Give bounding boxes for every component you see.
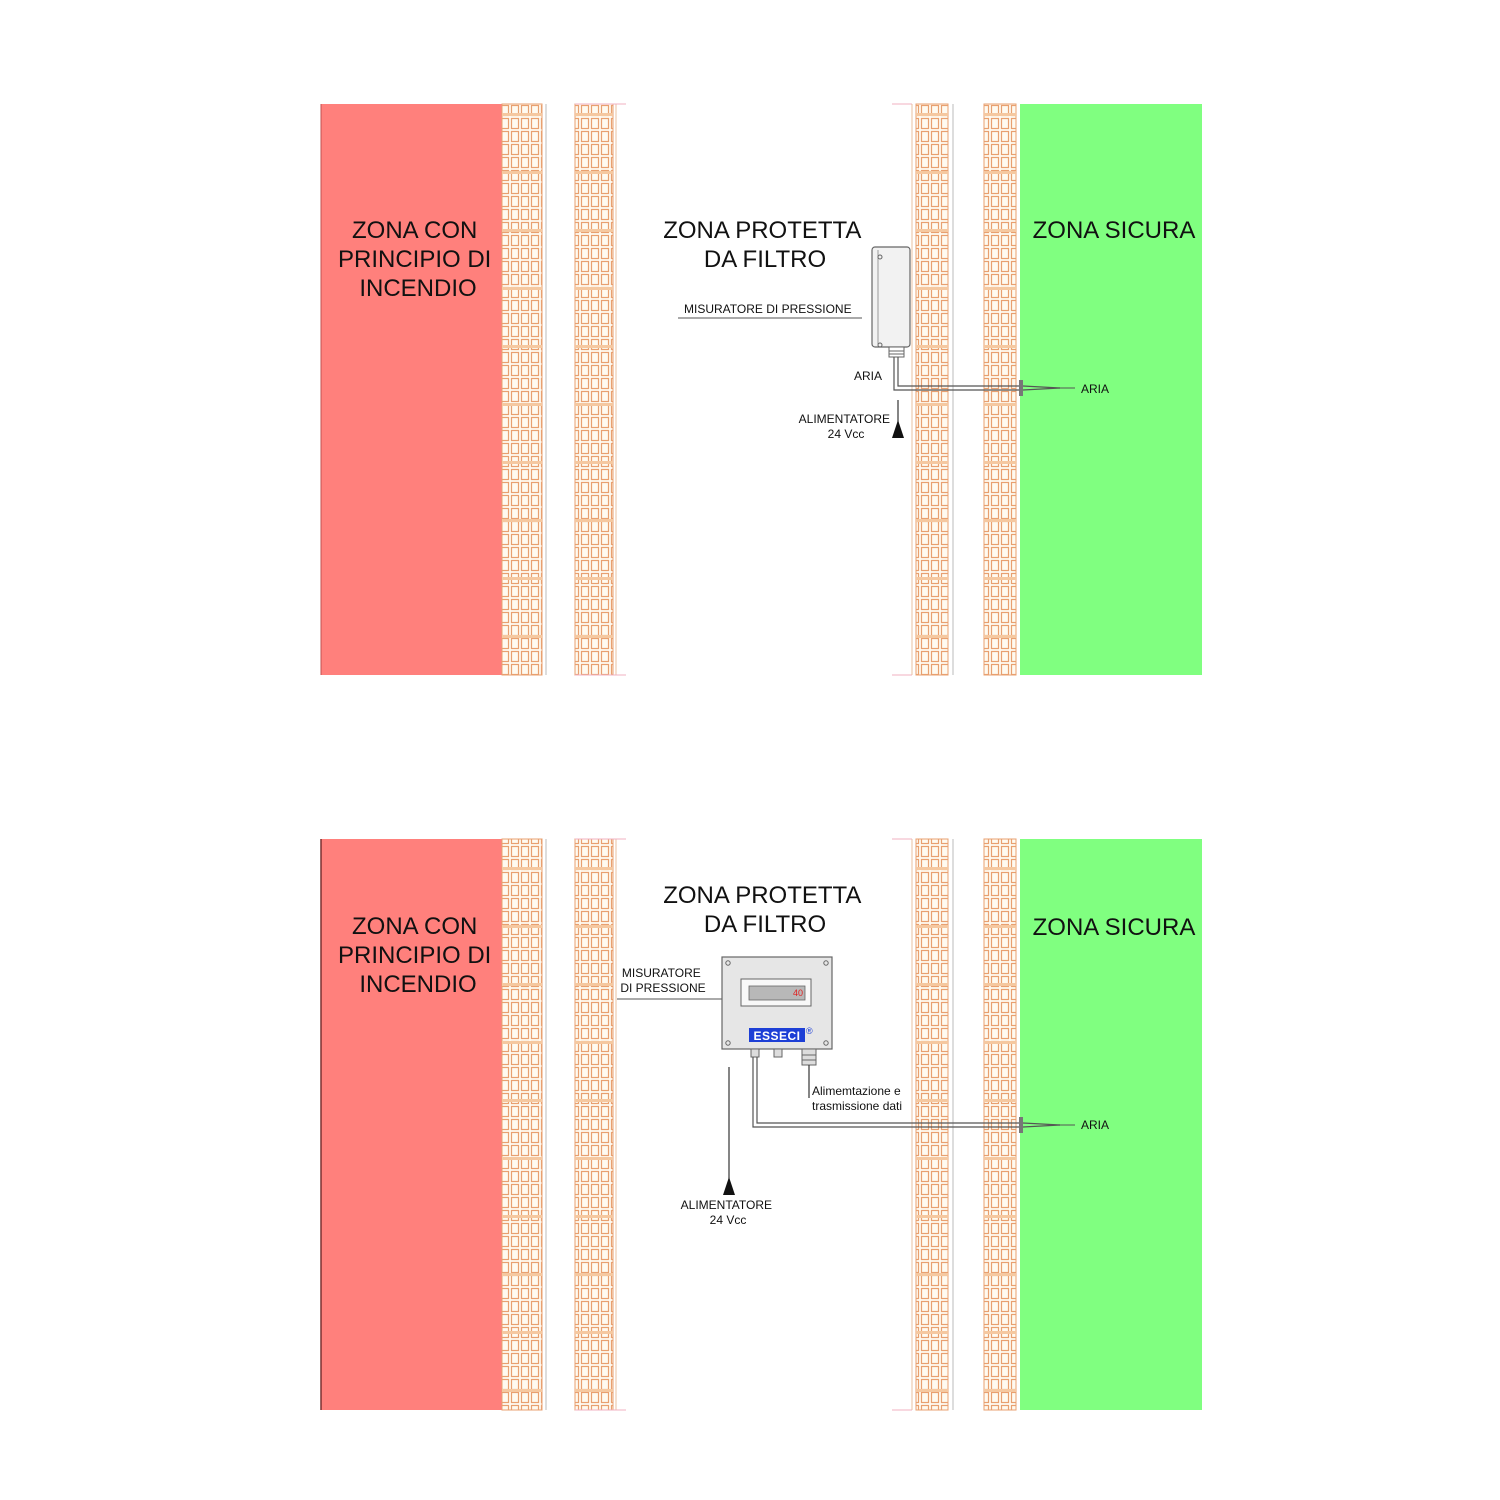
fire-zone <box>321 839 502 1410</box>
fire-zone-label: ZONA CON PRINCIPIO DI INCENDIO <box>338 913 498 998</box>
power-cable <box>892 400 904 438</box>
wall-2 <box>574 103 626 676</box>
pressure-meter-front-view: 40 ESSECI ® <box>721 956 833 1066</box>
power-supply-label: ALIMENTATORE 24 Vcc <box>681 1198 776 1227</box>
safe-zone-label: ZONA SICURA <box>1033 217 1196 244</box>
registered-mark: ® <box>806 1026 813 1036</box>
safe-zone-label: ZONA SICURA <box>1033 914 1196 941</box>
aria-outside-label: ARIA <box>1081 1118 1109 1132</box>
top-diagram: ZONA CON PRINCIPIO DI INCENDIO ZONA PROT… <box>320 103 1202 676</box>
fire-zone-label: ZONA CON PRINCIPIO DI INCENDIO <box>338 217 498 302</box>
wall-3 <box>892 838 954 1411</box>
air-connector <box>750 1048 760 1058</box>
bottom-diagram: ZONA CON PRINCIPIO DI INCENDIO ZONA PROT… <box>320 838 1202 1411</box>
cable-gland <box>801 1048 817 1066</box>
wall-4 <box>983 838 1017 1411</box>
air-tube <box>893 357 1075 396</box>
wall-2 <box>574 838 626 1411</box>
power-cable <box>723 1067 735 1195</box>
aria-inside-label: ARIA <box>854 369 882 383</box>
aria-outside-label: ARIA <box>1081 382 1109 396</box>
pressure-meter-side-view <box>871 246 911 358</box>
protected-zone-label: ZONA PROTETTA DA FILTRO <box>663 882 867 938</box>
air-tube <box>752 1057 1075 1133</box>
esseci-logo <box>749 1028 805 1042</box>
wall-1 <box>501 103 547 676</box>
protected-zone-label: ZONA PROTETTA DA FILTRO <box>663 217 867 273</box>
device-label: MISURATORE DI PRESSIONE <box>620 966 705 995</box>
data-cable-label: Alimemtazione e trasmissione dati <box>812 1084 904 1113</box>
esseci-logo-text: ESSECI <box>753 1029 800 1043</box>
power-supply-label: ALIMENTATORE 24 Vcc <box>799 412 894 441</box>
device-label: MISURATORE DI PRESSIONE <box>684 302 852 316</box>
ground-connector <box>773 1048 783 1058</box>
display-screen <box>748 985 806 1001</box>
safe-zone <box>1020 104 1202 675</box>
wall-1 <box>501 838 547 1411</box>
fire-zone <box>321 104 502 675</box>
display-value: 40 <box>793 988 803 998</box>
